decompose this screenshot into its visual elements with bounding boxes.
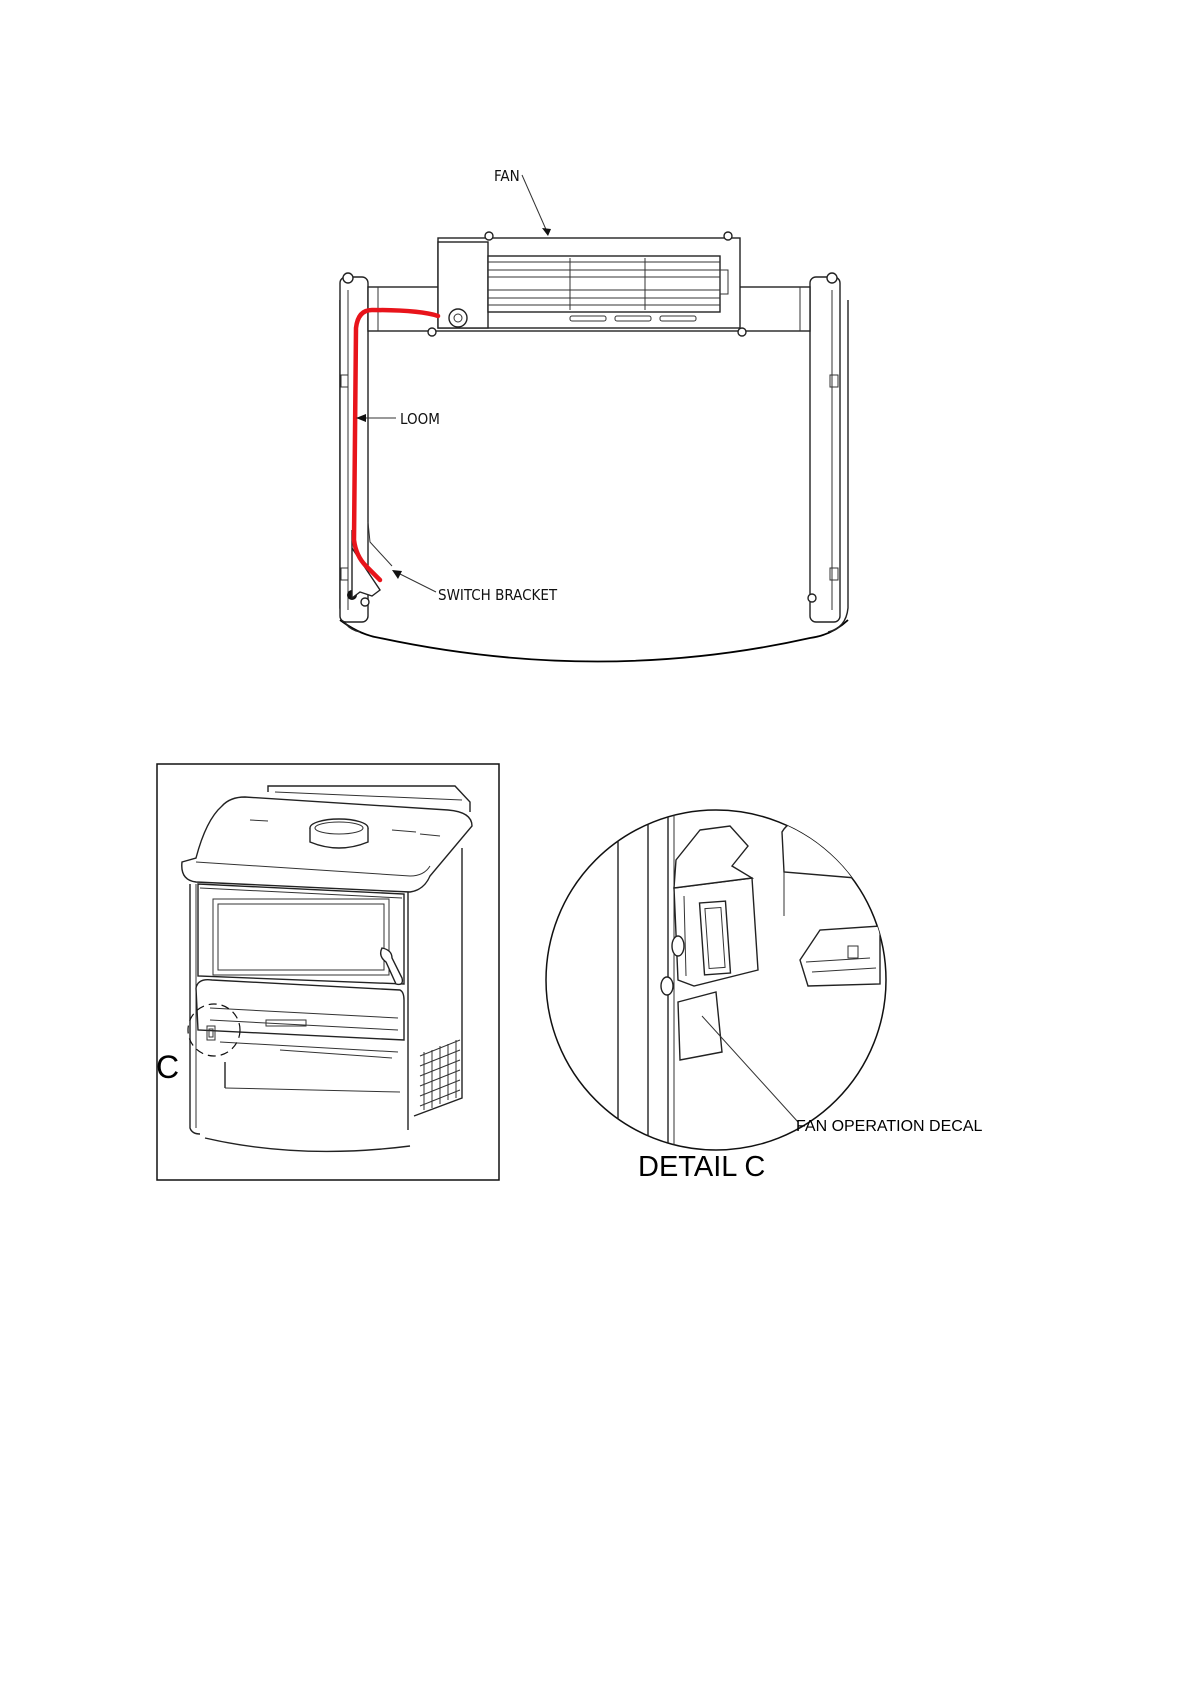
detail-c-callout-letter: C [156, 1049, 179, 1085]
footer-mark: _ [589, 1676, 596, 1685]
decal-label: FAN OPERATION DECAL [796, 1118, 983, 1135]
fan-wiring-diagram: FAN LOOM SWITCH BRACKET [340, 167, 848, 662]
detail-c-title: DETAIL C [638, 1151, 765, 1183]
base-tray [340, 300, 848, 662]
right-side-rail [808, 273, 840, 622]
detail-c-view: FAN OPERATION DECAL DETAIL C [546, 800, 983, 1183]
fan-leader [522, 175, 548, 234]
loom-label: LOOM [400, 410, 440, 428]
fan-operation-decal [678, 992, 722, 1060]
switch-bracket-label: SWITCH BRACKET [438, 586, 558, 604]
fan-label: FAN [494, 167, 520, 185]
fan-unit [428, 232, 746, 336]
stove-overview: C [156, 764, 499, 1180]
switch-bracket-leader [396, 572, 436, 592]
